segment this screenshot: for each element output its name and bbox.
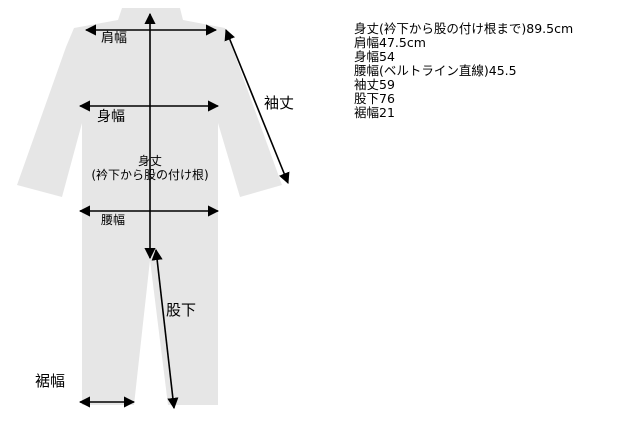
hem-width-label: 裾幅 — [35, 372, 66, 390]
body-width-label: 身幅 — [97, 109, 125, 125]
inseam-arrow — [151, 248, 179, 410]
waist-width-label: 腰幅 — [101, 213, 126, 227]
spec-item: 身丈(衿下から股の付け根まで)89.5cm — [354, 21, 574, 36]
size-spec-list: 身丈(衿下から股の付け根まで)89.5cm 肩幅47.5cm 身幅54 腰幅(ベ… — [354, 22, 573, 120]
spec-item: 裾幅21 — [354, 105, 395, 120]
spec-item: 腰幅(ベルトライン直線)45.5 — [354, 63, 517, 78]
sleeve-length-label: 袖丈 — [264, 94, 295, 112]
inseam-label: 股下 — [166, 301, 197, 319]
body-length-label-line1: 身丈 — [137, 154, 162, 168]
shoulder-width-label: 肩幅 — [101, 31, 128, 46]
spec-item: 肩幅47.5cm — [354, 35, 426, 50]
body-length-label: 身丈 (衿下から股の付け根) — [84, 154, 216, 183]
sleeve-length-arrow — [224, 28, 290, 185]
spec-item: 股下76 — [354, 91, 395, 106]
spec-item: 身幅54 — [354, 49, 395, 64]
spec-item: 袖丈59 — [354, 77, 395, 92]
body-length-label-line2: (衿下から股の付け根) — [91, 167, 209, 182]
